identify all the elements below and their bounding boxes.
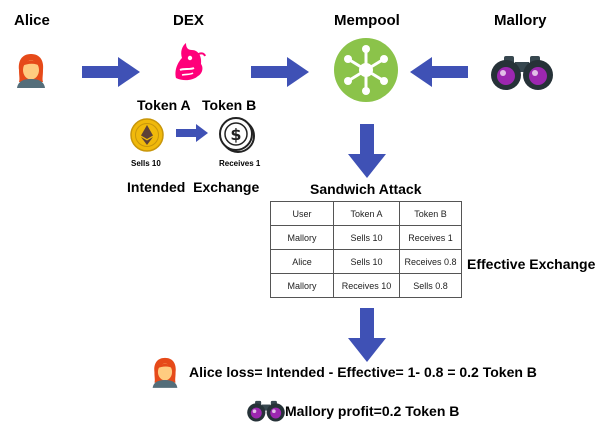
table-cell: Alice (270, 249, 334, 274)
mempool-label: Mempool (334, 12, 400, 29)
sandwich-attack-title: Sandwich Attack (310, 181, 422, 197)
alice-avatar-small-icon (150, 356, 180, 388)
effective-exchange-label: Effective Exchange (467, 256, 596, 272)
receives-caption: Receives 1 (219, 159, 261, 168)
table-header-row: User Token A Token B (270, 201, 462, 226)
intended-exchange-label: Intended Exchange (127, 179, 260, 195)
sandwich-table: User Token A Token B Mallory Sells 10 Re… (270, 201, 462, 298)
table-cell: Sells 0.8 (399, 273, 462, 298)
table-header-cell: User (270, 201, 334, 226)
arrow-mempool-down-icon (348, 124, 386, 178)
table-cell: Receives 0.8 (399, 249, 462, 274)
table-header-cell: Token A (333, 201, 400, 226)
table-header-cell: Token B (399, 201, 462, 226)
token-a-label: Token A (137, 97, 191, 113)
table-cell: Sells 10 (333, 225, 400, 250)
sells-caption: Sells 10 (131, 159, 161, 168)
svg-text:$: $ (230, 125, 241, 144)
dex-label: DEX (173, 12, 204, 29)
arrow-dex-to-mempool-icon (251, 57, 309, 87)
table-cell: Mallory (270, 225, 334, 250)
token-a-coin-icon (130, 118, 164, 152)
mempool-icon (333, 37, 399, 103)
mallory-label: Mallory (494, 12, 547, 29)
table-cell: Receives 10 (333, 273, 400, 298)
arrow-token-exchange-icon (176, 124, 208, 142)
alice-loss-text: Alice loss= Intended - Effective= 1- 0.8… (189, 364, 537, 380)
table-cell: Mallory (270, 273, 334, 298)
mallory-binoculars-small-icon (246, 398, 286, 422)
arrow-mallory-to-mempool-icon (410, 57, 468, 87)
mallory-profit-text: Mallory profit=0.2 Token B (285, 403, 460, 419)
dex-unicorn-icon (168, 40, 208, 84)
table-row: Mallory Receives 10 Sells 0.8 (270, 273, 462, 298)
table-cell: Sells 10 (333, 249, 400, 274)
table-row: Alice Sells 10 Receives 0.8 (270, 249, 462, 274)
alice-avatar-icon (14, 52, 48, 88)
table-row: Mallory Sells 10 Receives 1 (270, 225, 462, 250)
table-cell: Receives 1 (399, 225, 462, 250)
mallory-binoculars-icon (489, 52, 555, 90)
arrow-table-down-icon (348, 308, 386, 362)
token-b-coin-icon: $ (218, 116, 256, 154)
arrow-alice-to-dex-icon (82, 57, 140, 87)
token-b-label: Token B (202, 97, 257, 113)
alice-label: Alice (14, 12, 50, 29)
